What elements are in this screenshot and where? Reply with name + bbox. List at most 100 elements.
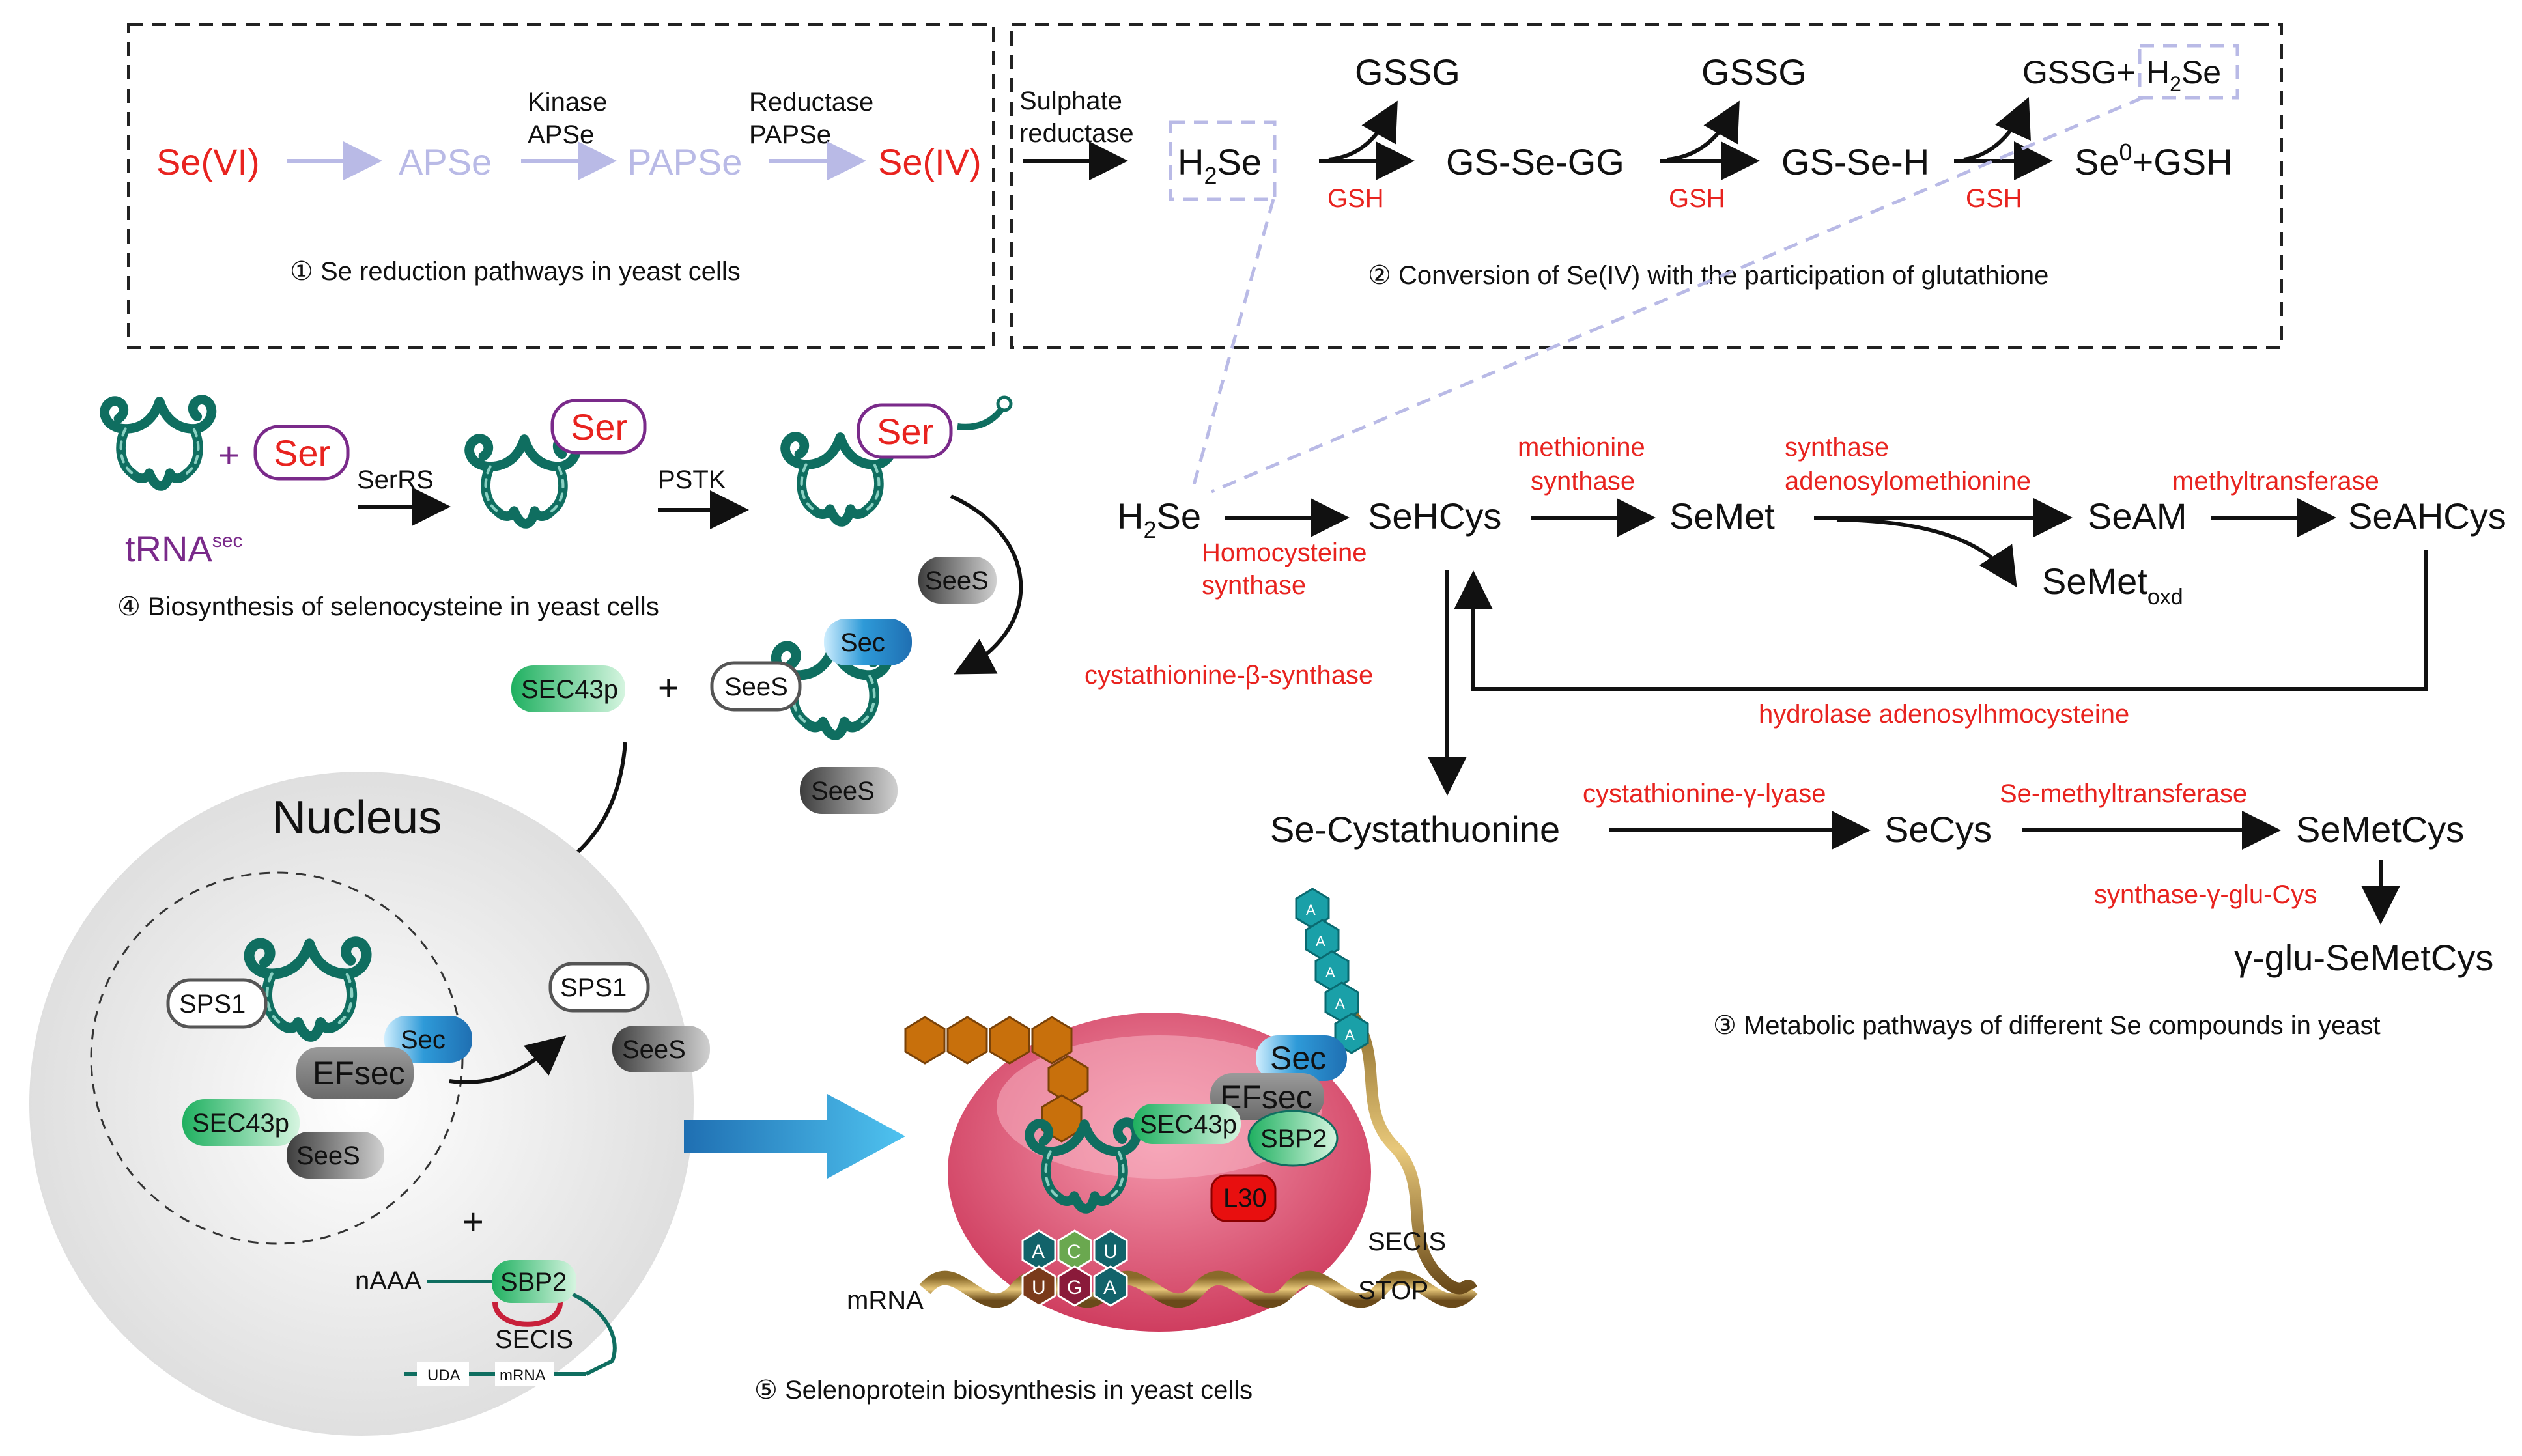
sec-pill-a xyxy=(824,619,912,665)
h2se-top-sub: 2 xyxy=(2170,72,2181,96)
sees-pill-b xyxy=(710,661,802,712)
uda-label: UDA xyxy=(427,1367,460,1384)
sbp2-pill-b xyxy=(1247,1110,1339,1167)
semetoxd-main: SeMet xyxy=(2042,561,2147,602)
arrow-seahcys-sehcys xyxy=(1454,550,2428,691)
h2se-h: H xyxy=(1178,141,1204,182)
h2se-label-p3: H2Se xyxy=(1117,496,1201,543)
plus-sign-1: + xyxy=(218,434,240,475)
h2se-se: Se xyxy=(1217,141,1262,182)
trna-main: tRNA xyxy=(125,528,212,569)
arrow-semet-semetoxd xyxy=(1836,518,2017,588)
gssg3-label: GSSG+ xyxy=(2022,54,2136,91)
mrna-box-small xyxy=(495,1362,554,1386)
ser-label-2: Ser xyxy=(571,406,627,447)
apse-label: APSe xyxy=(399,141,492,182)
se0-sup: 0 xyxy=(2119,139,2132,165)
peptide-residue xyxy=(1031,1016,1073,1065)
nucleus-to-ribosome-arrow xyxy=(684,1094,905,1179)
h2se-sub: 2 xyxy=(1204,162,1217,189)
trna-sec-free xyxy=(105,400,212,486)
codon-bottom: U G A xyxy=(1021,1265,1128,1307)
homocysteine-synthase-2: synthase xyxy=(1202,571,1306,600)
gsh2-label: GSH xyxy=(1669,184,1725,213)
secis-label-b: SECIS xyxy=(1368,1227,1446,1256)
se0-se: Se xyxy=(2075,141,2119,182)
l30-label: L30 xyxy=(1223,1184,1267,1212)
ser-pill-2 xyxy=(550,399,647,455)
mrna-label: mRNA xyxy=(847,1286,924,1315)
gssg2-label: GSSG xyxy=(1701,51,1807,92)
sees-pill-e xyxy=(612,1026,710,1072)
gs-se-gg-label: GS-Se-GG xyxy=(1446,141,1624,182)
naaa-label: nAAA xyxy=(355,1267,422,1295)
phosphate-tail xyxy=(957,405,1006,430)
hydrolase-label: hydrolase adenosylhmocysteine xyxy=(1759,700,2129,729)
panel3-caption: ③ Metabolic pathways of different Se com… xyxy=(1713,1011,2381,1040)
sec-label-a: Sec xyxy=(840,628,885,657)
polya-2: A xyxy=(1325,964,1335,981)
cbs-label: cystathionine-β-synthase xyxy=(1084,661,1373,690)
reductase-label-2: PAPSe xyxy=(749,120,831,149)
efsec-pill-b xyxy=(1210,1073,1324,1120)
sees-label-a: SeeS xyxy=(925,567,989,595)
semet-label: SeMet xyxy=(1669,496,1775,537)
seam-label: SeAM xyxy=(2088,496,2187,537)
peptide-residue xyxy=(1047,1055,1089,1104)
peptide-residue xyxy=(946,1016,988,1065)
peptide-residue xyxy=(989,1016,1030,1065)
secis-ribbon xyxy=(1344,1005,1478,1295)
h2se-top-h: H xyxy=(2146,54,2170,91)
sees-label-e: SeeS xyxy=(622,1035,686,1064)
seahcys-label: SeAHCys xyxy=(2348,496,2506,537)
mrna-ribbon xyxy=(919,1270,1478,1308)
trna-ser-charged xyxy=(470,438,576,524)
arrow-gssg2-branch xyxy=(1667,100,1740,161)
papse-label: PAPSe xyxy=(627,141,742,182)
semetoxd-label: SeMetoxd xyxy=(2042,561,2183,609)
sec43p-label-a: SEC43p xyxy=(521,675,618,704)
h2se-p3-se: Se xyxy=(1156,496,1201,537)
sec43p-pill-b xyxy=(182,1099,300,1146)
methyltransferase-label: methyltransferase xyxy=(2172,467,2379,496)
polya-1: A xyxy=(1316,933,1325,949)
ser-pill-1 xyxy=(253,425,350,481)
codon-bottom-1: G xyxy=(1067,1277,1082,1298)
panel5-caption: ⑤ Selenoprotein biosynthesis in yeast ce… xyxy=(754,1376,1253,1405)
codon-bottom-2: A xyxy=(1103,1277,1116,1298)
phosphate-dot xyxy=(996,395,1013,412)
cell-body xyxy=(29,772,694,1436)
panel2-frame xyxy=(1010,23,2283,349)
sec43p-label-c: SEC43p xyxy=(1140,1110,1237,1139)
sps1-label-b: SPS1 xyxy=(560,973,627,1002)
kinase-label-2: APSe xyxy=(528,120,594,149)
polya-4: A xyxy=(1345,1027,1355,1043)
methionine-synthase-2: synthase xyxy=(1531,467,1635,496)
sec-pill-b xyxy=(384,1016,472,1063)
h2se-p3-sub: 2 xyxy=(1143,516,1156,543)
pstk-label: PSTK xyxy=(658,466,726,494)
kinase-label-1: Kinase xyxy=(528,88,607,117)
sbp2-label-a: SBP2 xyxy=(500,1268,567,1296)
h2se-label-p2: H2Se xyxy=(1178,141,1262,189)
se-vi-label: Se(VI) xyxy=(156,141,260,182)
codon-top-2: U xyxy=(1103,1241,1118,1263)
l30-protein xyxy=(1210,1174,1277,1222)
gsh1-label: GSH xyxy=(1327,184,1384,213)
panel1-caption: ① Se reduction pathways in yeast cells xyxy=(290,257,741,286)
semetcys-label: SeMetCys xyxy=(2296,809,2464,850)
arrow-gssg1-branch xyxy=(1328,100,1398,161)
sees-label-c: SeeS xyxy=(811,777,875,805)
gglu-cys-synthase-label: synthase-γ-glu-Cys xyxy=(2094,880,2317,909)
arrow-to-sees-complex xyxy=(950,494,1023,675)
ser-pill-3 xyxy=(857,403,953,459)
trna-label: tRNAsec xyxy=(125,528,242,569)
cgl-label: cystathionine-γ-lyase xyxy=(1583,779,1826,808)
h2se-highlight-box xyxy=(1169,120,1277,201)
ser-label-1: Ser xyxy=(274,432,330,473)
connector-line-right xyxy=(1211,96,2144,494)
sps1-pill-a xyxy=(166,978,268,1029)
trna-sup: sec xyxy=(212,530,243,552)
efsec-label-a: EFsec xyxy=(313,1055,405,1091)
